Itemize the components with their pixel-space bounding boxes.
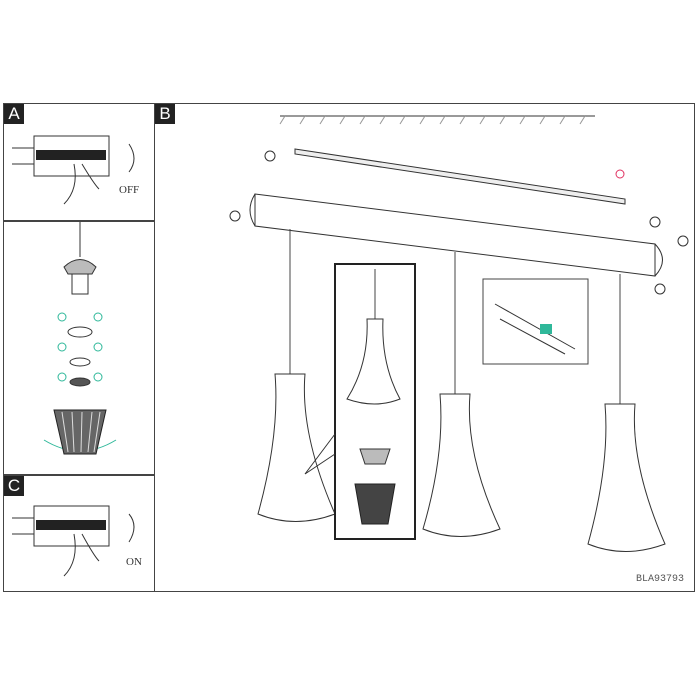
panel-b-label: B: [155, 104, 175, 124]
screw-highlight-icon: [615, 169, 625, 179]
panel-a: A OFF: [3, 103, 155, 221]
panel-c: C ON: [3, 475, 155, 592]
switch-off-text: OFF: [119, 184, 140, 196]
breaker-box-on-illustration: [12, 505, 135, 577]
rotate-arrow-icon: [128, 143, 135, 173]
pendant-installation-illustration: [229, 115, 689, 552]
breaker-box-off-illustration: [12, 135, 135, 205]
panel-c-label: C: [4, 476, 24, 496]
panel-bulb-detail: [3, 221, 155, 475]
bulb-assembly-illustration: [43, 222, 117, 455]
panel-b: B BLA9379: [155, 103, 695, 592]
panel-a-label: A: [4, 104, 24, 124]
switch-on-text: ON: [126, 556, 142, 568]
rotate-arrow-icon: [128, 513, 135, 543]
part-code: BLA93793: [635, 574, 684, 585]
